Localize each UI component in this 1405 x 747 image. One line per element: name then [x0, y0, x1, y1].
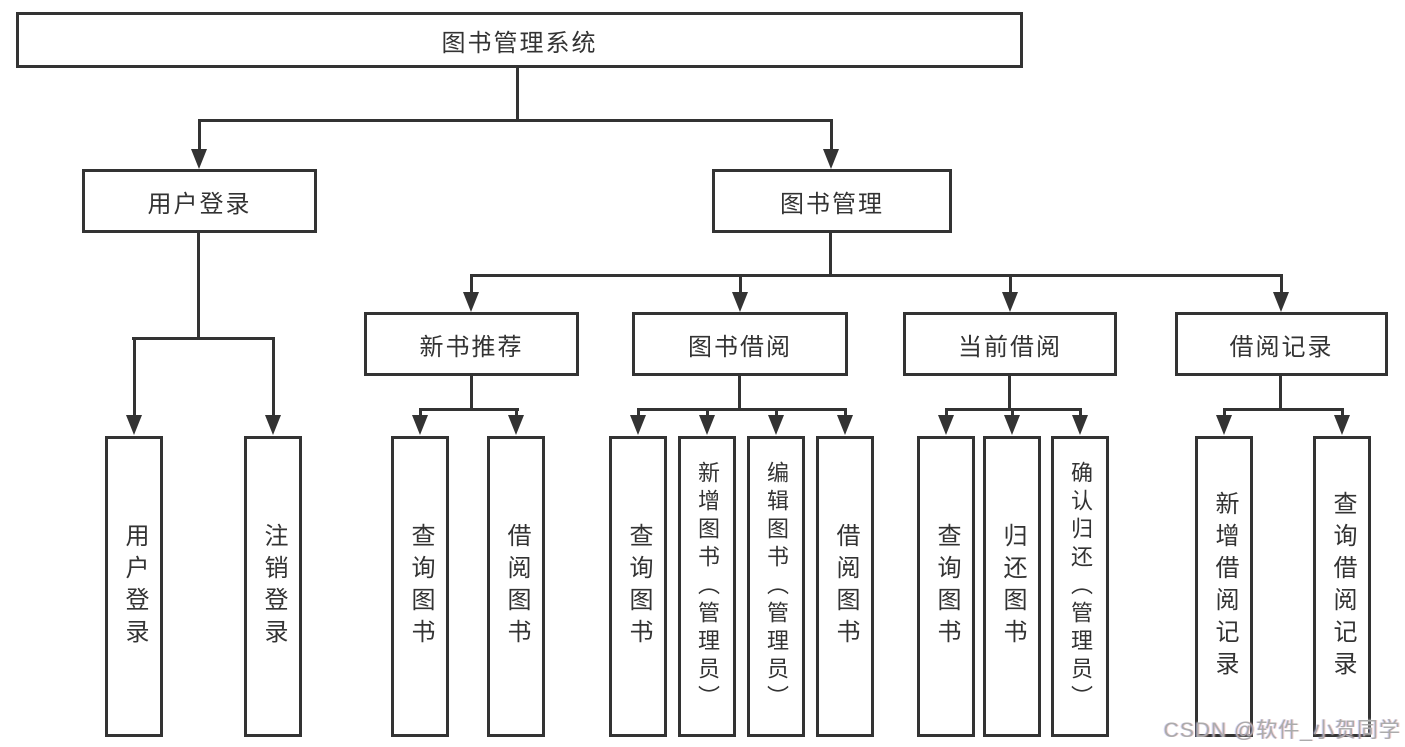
arrow-to-book-management-icon — [823, 119, 839, 169]
leaf-edit-book-admin: 编辑图书（管理员） — [747, 436, 805, 737]
node-new-book-recommend: 新书推荐 — [364, 312, 579, 376]
connector-current-borrow-bus — [945, 408, 1082, 411]
arrow-leaf-icon — [1072, 408, 1088, 435]
connector-book-borrow-stem — [738, 376, 741, 410]
connector-book-borrow-bus — [637, 408, 847, 411]
arrow-leaf-icon — [630, 408, 646, 435]
arrow-to-leaf-user-login-icon — [126, 337, 142, 435]
arrow-to-leaf-logout-icon — [265, 337, 281, 435]
leaf-label: 借阅图书 — [832, 522, 859, 651]
connector-user-login-bus — [132, 337, 275, 340]
arrow-to-book-borrow-icon — [732, 274, 748, 312]
leaf-label: 新增借阅记录 — [1211, 490, 1238, 683]
connector-new-book-bus — [419, 408, 519, 411]
leaf-label: 借阅图书 — [503, 522, 530, 651]
arrow-to-new-book-recommend-icon — [463, 274, 479, 312]
arrow-leaf-icon — [1216, 408, 1232, 435]
connector-root-bus — [198, 119, 832, 122]
leaf-label: 查询图书 — [625, 522, 652, 651]
node-user-login: 用户登录 — [82, 169, 317, 233]
arrow-leaf-icon — [1004, 408, 1020, 435]
node-book-borrow: 图书借阅 — [632, 312, 848, 376]
leaf-return-book: 归还图书 — [983, 436, 1041, 737]
arrow-leaf-icon — [768, 408, 784, 435]
leaf-label: 确认归还（管理员） — [1068, 460, 1093, 713]
leaf-query-books-current: 查询图书 — [917, 436, 975, 737]
connector-user-login-stem — [197, 233, 200, 339]
arrow-leaf-icon — [1334, 408, 1350, 435]
connector-book-management-bus — [470, 274, 1282, 277]
node-root-system: 图书管理系统 — [16, 12, 1023, 68]
leaf-confirm-return-admin: 确认归还（管理员） — [1051, 436, 1109, 737]
leaf-query-books-recommend: 查询图书 — [391, 436, 449, 737]
connector-root-stem — [516, 68, 519, 120]
leaf-user-login: 用户登录 — [105, 436, 163, 737]
leaf-label: 查询图书 — [407, 522, 434, 651]
leaf-label: 新增图书（管理员） — [695, 460, 720, 713]
arrow-leaf-icon — [837, 408, 853, 435]
node-borrow-records: 借阅记录 — [1175, 312, 1388, 376]
leaf-add-borrow-record: 新增借阅记录 — [1195, 436, 1253, 737]
leaf-logout: 注销登录 — [244, 436, 302, 737]
arrow-to-user-login-icon — [191, 119, 207, 169]
leaf-label: 归还图书 — [999, 522, 1026, 651]
arrow-to-borrow-records-icon — [1273, 274, 1289, 312]
csdn-watermark: CSDN @软件_小贺同学 — [1163, 719, 1401, 742]
leaf-label: 编辑图书（管理员） — [764, 460, 789, 713]
node-book-management: 图书管理 — [712, 169, 952, 233]
leaf-add-book-admin: 新增图书（管理员） — [678, 436, 736, 737]
leaf-borrow-books-recommend: 借阅图书 — [487, 436, 545, 737]
connector-borrow-records-stem — [1279, 376, 1282, 410]
arrow-leaf-icon — [508, 408, 524, 435]
leaf-query-borrow-record: 查询借阅记录 — [1313, 436, 1371, 737]
leaf-label: 用户登录 — [121, 522, 148, 651]
leaf-query-books-borrow: 查询图书 — [609, 436, 667, 737]
leaf-label: 查询借阅记录 — [1329, 490, 1356, 683]
arrow-to-current-borrow-icon — [1002, 274, 1018, 312]
leaf-label: 注销登录 — [260, 522, 287, 651]
connector-current-borrow-stem — [1008, 376, 1011, 410]
arrow-leaf-icon — [412, 408, 428, 435]
leaf-label: 查询图书 — [933, 522, 960, 651]
connector-borrow-records-bus — [1223, 408, 1344, 411]
connector-new-book-stem — [470, 376, 473, 410]
arrow-leaf-icon — [938, 408, 954, 435]
node-current-borrow: 当前借阅 — [903, 312, 1117, 376]
arrow-leaf-icon — [699, 408, 715, 435]
connector-book-management-stem — [829, 233, 832, 276]
leaf-borrow-books: 借阅图书 — [816, 436, 874, 737]
